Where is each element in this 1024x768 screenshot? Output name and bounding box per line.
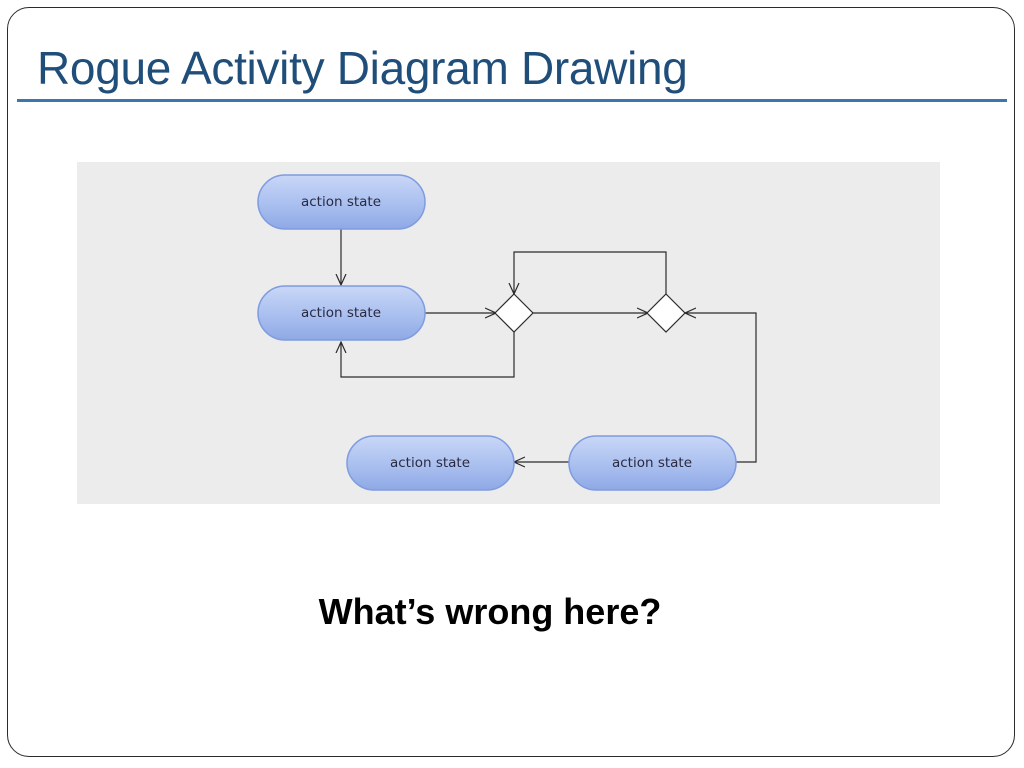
action-node-2: action state bbox=[257, 285, 426, 341]
decision-node-2 bbox=[646, 293, 686, 333]
question-text: What’s wrong here? bbox=[318, 591, 662, 632]
action-node-3: action state bbox=[346, 435, 515, 491]
edge-d2-to-d1-loop bbox=[514, 251, 667, 294]
action-node-1-label: action state bbox=[301, 194, 381, 210]
activity-diagram: action state action state action state a… bbox=[257, 174, 757, 491]
action-node-1: action state bbox=[257, 174, 426, 230]
decision-node-1 bbox=[494, 293, 534, 333]
action-node-3-label: action state bbox=[390, 455, 470, 471]
edge-a4-to-d2 bbox=[685, 313, 757, 463]
action-node-4-label: action state bbox=[612, 455, 692, 471]
activity-diagram-panel: action state action state action state a… bbox=[77, 162, 940, 504]
action-node-4: action state bbox=[568, 435, 737, 491]
edge-d1-to-a2-loop bbox=[341, 332, 515, 378]
slide-title: Rogue Activity Diagram Drawing bbox=[37, 42, 688, 94]
action-node-2-label: action state bbox=[301, 305, 381, 321]
title-underline bbox=[17, 99, 1007, 102]
